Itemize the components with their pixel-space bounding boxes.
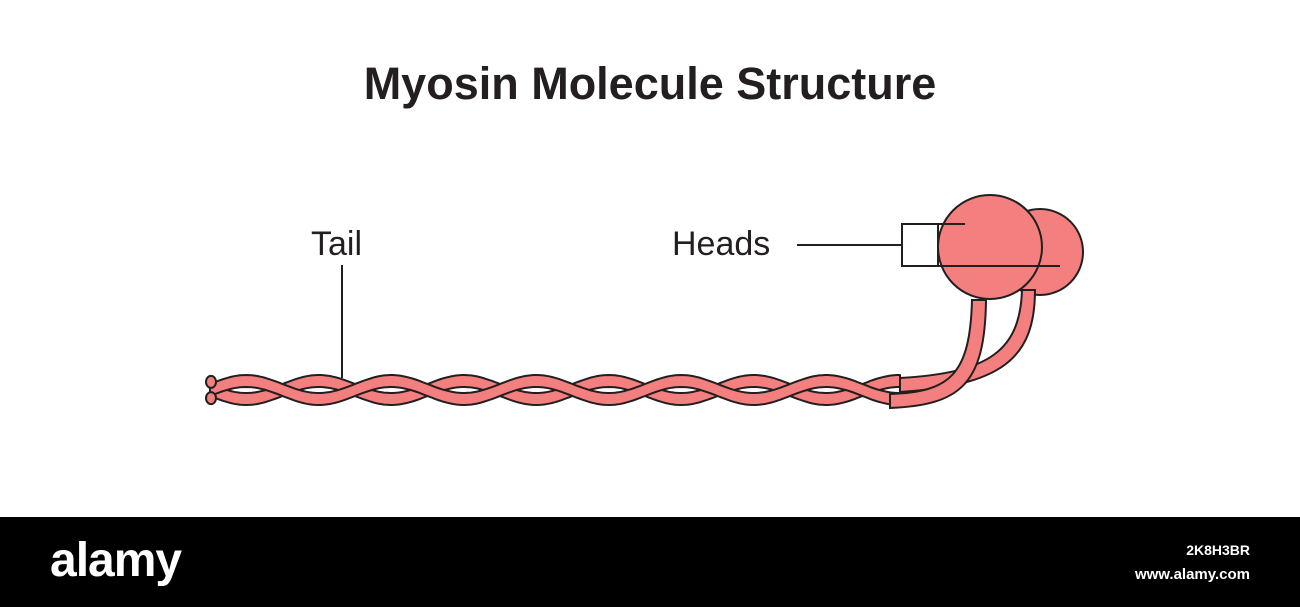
tail-end-cap-1	[205, 374, 217, 389]
neck-front	[889, 299, 988, 410]
page-title: Myosin Molecule Structure	[363, 58, 937, 109]
tail-end-cap-2	[205, 391, 217, 406]
tail-coiled-coil	[205, 374, 901, 406]
site-url: www.alamy.com	[1134, 566, 1250, 583]
myosin-diagram	[205, 194, 1084, 410]
heads-label: Heads	[672, 225, 771, 263]
image-id: 2K8H3BR	[1186, 542, 1250, 558]
footer-bar: alamy 2K8H3BR www.alamy.com	[0, 517, 1300, 607]
myosin-head-front	[937, 194, 1043, 300]
brand-logo: alamy	[50, 534, 182, 587]
heads-bracket	[901, 223, 939, 267]
tail-label: Tail	[311, 225, 363, 263]
